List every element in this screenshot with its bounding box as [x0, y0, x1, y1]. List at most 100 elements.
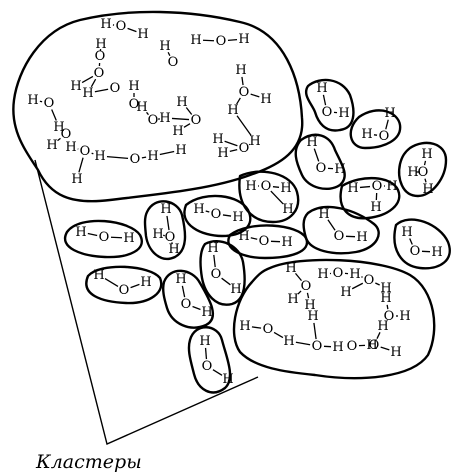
hydrogen-atom: H: [249, 134, 260, 149]
hydrogen-atom: H: [100, 17, 111, 32]
hydrogen-atom: H: [285, 261, 296, 276]
hydrogen-atom: H: [71, 172, 82, 187]
caption-clusters: Кластеры: [35, 451, 142, 473]
oxygen-atom: O: [322, 105, 333, 120]
bond-line: [107, 157, 128, 159]
bond-line: [222, 278, 231, 285]
hydrogen-atom: H: [380, 291, 391, 306]
bond-line: [206, 348, 207, 359]
oxygen-atom: O: [116, 19, 127, 34]
hydrogen-atom: H: [232, 210, 243, 225]
bond-line: [296, 342, 310, 345]
hydrogen-atom: H: [390, 345, 401, 360]
bond-line: [142, 157, 146, 158]
oxygen-atom: O: [301, 279, 312, 294]
hydrogen-atom: H: [168, 242, 179, 257]
hydrogen-atom: H: [147, 149, 158, 164]
bond-line: [184, 124, 190, 128]
small-cluster: HOH: [86, 267, 161, 303]
oxygen-atom: O: [44, 96, 55, 111]
hydrogen-atom: H: [245, 179, 256, 194]
hydrogen-atom: H: [334, 162, 345, 177]
oxygen-atom: O: [347, 339, 358, 354]
hydrogen-atom: H: [152, 227, 163, 242]
hydrogen-atom: H: [422, 182, 433, 197]
bond-line: [223, 215, 231, 216]
bond-line: [95, 89, 108, 91]
oxygen-atom: O: [372, 179, 383, 194]
hydrogen-atom: H: [227, 103, 238, 118]
bond-line: [131, 284, 140, 287]
hydrogen-atom: H: [201, 305, 212, 320]
bond-line: [79, 158, 83, 173]
hydrogen-atom: H: [175, 272, 186, 287]
hydrogen-atom: H: [316, 81, 327, 96]
bond-line: [251, 94, 260, 97]
bond-line: [237, 116, 251, 136]
hydrogen-atom: H: [190, 33, 201, 48]
bond-line: [381, 347, 390, 350]
hydrogen-atom: H: [317, 267, 328, 282]
hydrogen-atom: H: [217, 146, 228, 161]
oxygen-atom: O: [191, 113, 202, 128]
oxygen-atom: O: [261, 179, 272, 194]
oxygen-atom: O: [202, 359, 213, 374]
oxygen-atom: O: [211, 267, 222, 282]
pointer-lines: [35, 160, 258, 444]
hydrogen-atom: H: [281, 235, 292, 250]
hydrogen-atom: H: [384, 106, 395, 121]
bond-line: [213, 370, 222, 376]
hydrogen-atom: H: [230, 282, 241, 297]
hydrogen-atom: H: [260, 92, 271, 107]
bond-line: [172, 118, 189, 119]
bond-line: [352, 283, 363, 289]
small-cluster: HHO: [351, 106, 400, 148]
hydrogen-atom: H: [27, 93, 38, 108]
oxygen-atom: O: [239, 85, 250, 100]
oxygen-atom: O: [211, 207, 222, 222]
hydrogen-atom: H: [65, 140, 76, 155]
hydrogen-atom: H: [332, 340, 343, 355]
hydrogen-atom: H: [176, 95, 187, 110]
oxygen-atom: O: [130, 152, 141, 167]
hydrogen-atom: H: [356, 230, 367, 245]
hydrogen-atom: H: [75, 225, 86, 240]
oxygen-atom: O: [316, 161, 327, 176]
bond-line: [128, 28, 137, 31]
oxygen-atom: O: [418, 165, 429, 180]
hydrogen-atom: H: [123, 231, 134, 246]
hydrogen-atom: H: [199, 334, 210, 349]
bond-line: [323, 95, 325, 105]
bond-line: [251, 238, 257, 240]
small-cluster: HOH: [163, 271, 213, 328]
hydrogen-atom: H: [212, 132, 223, 147]
bond-line: [242, 77, 243, 85]
bond-line: [386, 120, 388, 129]
hydrogen-atom: H: [318, 207, 329, 222]
oxygen-atom: O: [312, 339, 323, 354]
small-cluster: HOH: [394, 220, 449, 269]
hydrogen-atom: H: [140, 275, 151, 290]
hydrogen-atom: H: [222, 372, 233, 387]
oxygen-atom: O: [334, 229, 345, 244]
hydrogen-atom: H: [128, 79, 139, 94]
hydrogen-atom: H: [280, 181, 291, 196]
oxygen-atom: O: [369, 338, 380, 353]
hydrogen-atom: H: [159, 39, 170, 54]
bond-line: [252, 327, 261, 328]
hydrogen-atom: H: [238, 229, 249, 244]
hydrogen-atom: H: [338, 106, 349, 121]
oxygen-atom: O: [216, 34, 227, 49]
oxygen-atom: O: [99, 230, 110, 245]
hydrogen-atom: H: [349, 267, 360, 282]
hydrogen-atom: H: [70, 79, 81, 94]
oxygen-atom: O: [168, 55, 179, 70]
hydrogen-atom: H: [421, 147, 432, 162]
bond-line: [314, 323, 316, 339]
hydrogen-atom: H: [307, 309, 318, 324]
